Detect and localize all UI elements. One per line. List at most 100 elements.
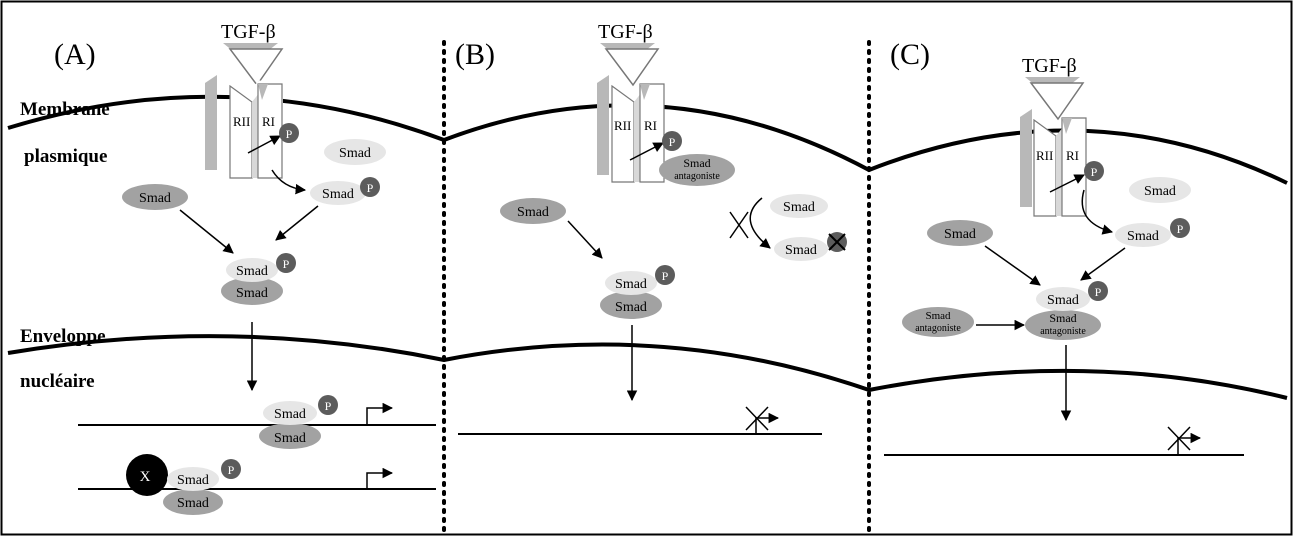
- antagonist-line2: antagoniste: [674, 171, 720, 182]
- receptor-ii-shadow: [1020, 109, 1032, 207]
- receptor-ii: [229, 84, 253, 179]
- smad-oval: [659, 154, 735, 186]
- smad-oval: [605, 271, 657, 295]
- smad-label: Smad: [274, 431, 306, 446]
- receptor-ii: [1033, 118, 1057, 217]
- phospho-label: P: [286, 127, 293, 141]
- receptor-i-label: RI: [262, 114, 275, 129]
- smad-oval: [324, 139, 386, 165]
- smad-label: Smad: [517, 205, 549, 220]
- antagonist-line1: Smad: [1049, 311, 1076, 325]
- block-cross: [745, 406, 769, 431]
- smad-label: Smad: [944, 227, 976, 242]
- arrow-to-complex: [275, 205, 319, 241]
- receptor-ii-label: RII: [1036, 148, 1053, 163]
- tgf-beta-ligand: [604, 48, 660, 87]
- phospho-badge: [318, 395, 338, 415]
- activation-arrow: [629, 142, 664, 161]
- arrow-to-complex: [1080, 247, 1126, 281]
- smad-label: Smad: [236, 286, 268, 301]
- x-factor: [126, 454, 168, 496]
- phospho-label: P: [1095, 285, 1102, 299]
- smad-oval: [770, 194, 828, 218]
- panel-c: TGF-β RII RI P Smad Smad P Sm: [884, 55, 1244, 456]
- phospho-badge: [1088, 281, 1108, 301]
- smad-antagonist-free-c: Smad antagoniste: [902, 307, 974, 337]
- smad-label: Smad: [139, 191, 171, 206]
- block-cross: [1167, 426, 1191, 451]
- nuclear-envelope: [7, 334, 1288, 400]
- smad-phospho-c: Smad P: [1115, 218, 1190, 247]
- receptor-i: [639, 83, 665, 183]
- smad-inactive-a: Smad: [122, 184, 188, 210]
- smad-oval: [167, 467, 219, 491]
- phospho-badge: [360, 177, 380, 197]
- smad-label: Smad: [236, 264, 268, 279]
- receptor-i-wedge: [258, 84, 268, 100]
- phosphorylation-arrow: [271, 169, 307, 195]
- phospho-label: P: [283, 257, 290, 271]
- receptor-ii-shadow: [205, 75, 217, 170]
- arrow-to-complex: [179, 209, 234, 254]
- transcription-start-arrow: [366, 402, 394, 425]
- blocked-phosphorylation-arrow: [749, 197, 771, 249]
- phospho-label: P: [367, 181, 374, 195]
- x-factor-label: X: [140, 469, 151, 485]
- receptor-ii: [611, 84, 635, 183]
- tgf-beta-ligand: [1029, 82, 1085, 121]
- smad-oval: [259, 423, 321, 449]
- x-factor-complex-a: X Smad Smad P: [126, 454, 241, 515]
- smad-free-c: Smad: [1129, 177, 1191, 203]
- smad-complex-a: Smad Smad P: [221, 253, 296, 305]
- smad-oval: [221, 277, 283, 305]
- receptor-i-label: RI: [1066, 148, 1079, 163]
- block-cross: [729, 211, 749, 239]
- smad-oval: [1129, 177, 1191, 203]
- smad-oval: [310, 181, 366, 205]
- tgf-beta-label: TGF-β: [598, 21, 653, 43]
- smad-inactive-c: Smad: [927, 220, 993, 246]
- smad-complex-dna-a: Smad Smad P: [259, 395, 338, 449]
- phospho-badge: [276, 253, 296, 273]
- antagonist-line1: Smad: [683, 156, 710, 170]
- receptor-complex-c: TGF-β RII RI P: [1020, 55, 1114, 235]
- phospho-badge: [279, 123, 299, 143]
- smad-inactive-b: Smad: [500, 198, 566, 224]
- smad-complex-b: Smad Smad P: [600, 265, 675, 319]
- arrow-to-complex: [984, 245, 1041, 286]
- label-plasmique: plasmique: [24, 146, 107, 167]
- smad-label: Smad: [339, 146, 371, 161]
- tgf-beta-label: TGF-β: [1022, 55, 1077, 77]
- smad-label: Smad: [615, 300, 647, 315]
- antagonist-line1: Smad: [925, 310, 951, 322]
- receptor-ii-shadow: [597, 75, 609, 175]
- smad-oval: [226, 258, 278, 282]
- smad-oval: [1036, 287, 1090, 311]
- smad-oval: [1115, 223, 1171, 247]
- phospho-label: P: [669, 135, 676, 149]
- smad-oval: [1025, 310, 1101, 340]
- smad-oval: [263, 401, 317, 425]
- smad-label: Smad: [322, 187, 354, 202]
- smad-label: Smad: [1144, 184, 1176, 199]
- smad-antagonist-b: Smad antagoniste: [659, 154, 735, 186]
- smad-oval: [122, 184, 188, 210]
- panel-label-a: (A): [54, 38, 96, 71]
- arrow-to-complex: [567, 220, 603, 259]
- smad-label: Smad: [177, 496, 209, 511]
- phospho-label: P: [325, 399, 332, 413]
- activation-arrow: [247, 135, 281, 154]
- label-nucleaire: nucléaire: [20, 371, 95, 392]
- receptor-i-label: RI: [644, 118, 657, 133]
- receptor-i-wedge: [640, 84, 650, 100]
- phospho-badge: [662, 131, 682, 151]
- antagonist-line2: antagoniste: [1040, 326, 1086, 337]
- smad-oval: [902, 307, 974, 337]
- smad-label: Smad: [785, 243, 817, 258]
- smad-label: Smad: [1047, 293, 1079, 308]
- phospho-badge: [1084, 161, 1104, 181]
- smad-oval: [600, 291, 662, 319]
- smad-blocked-b: Smad: [774, 232, 847, 261]
